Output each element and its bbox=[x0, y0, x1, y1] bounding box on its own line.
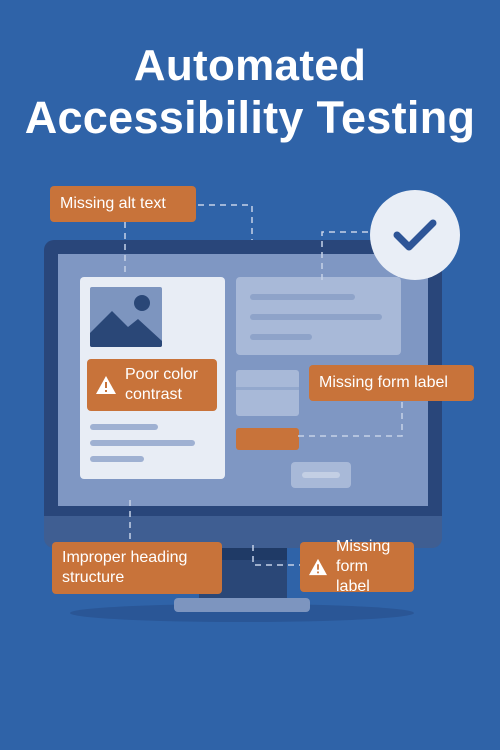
title-line-2: Accessibility Testing bbox=[24, 92, 476, 143]
callout-missing-alt-text: Missing alt text bbox=[50, 186, 196, 222]
submit-button-label bbox=[302, 472, 340, 478]
text-line bbox=[250, 314, 382, 320]
text-line bbox=[90, 456, 144, 462]
callout-poor-contrast: Poor color contrast bbox=[87, 359, 217, 411]
warning-icon bbox=[96, 376, 116, 394]
form-input[interactable] bbox=[236, 370, 299, 416]
check-icon bbox=[393, 219, 437, 251]
monitor-base bbox=[174, 598, 310, 612]
title-line-1: Automated bbox=[133, 41, 367, 90]
check-badge bbox=[370, 190, 460, 280]
page-title: Automated Accessibility Testing bbox=[0, 40, 500, 144]
callout-form-label-2: Missing form label bbox=[300, 538, 414, 595]
callout-label: Missing form label bbox=[336, 538, 391, 595]
form-input-divider bbox=[236, 387, 299, 390]
image-placeholder-icon bbox=[90, 287, 162, 347]
monitor-shadow bbox=[70, 604, 414, 622]
callout-label: Improper heading structure bbox=[62, 549, 188, 586]
text-line bbox=[90, 424, 158, 430]
warning-icon bbox=[309, 558, 327, 576]
text-line bbox=[90, 440, 195, 446]
text-line bbox=[250, 334, 312, 340]
text-line bbox=[250, 294, 355, 300]
callout-form-label: Missing form label bbox=[309, 365, 474, 401]
callout-label: Missing alt text bbox=[60, 195, 166, 212]
callout-label: Missing form label bbox=[319, 374, 448, 391]
callout-heading-structure: Improper heading structure bbox=[52, 542, 222, 594]
callout-label: Poor color contrast bbox=[125, 366, 198, 403]
form-field-error[interactable] bbox=[236, 428, 299, 450]
